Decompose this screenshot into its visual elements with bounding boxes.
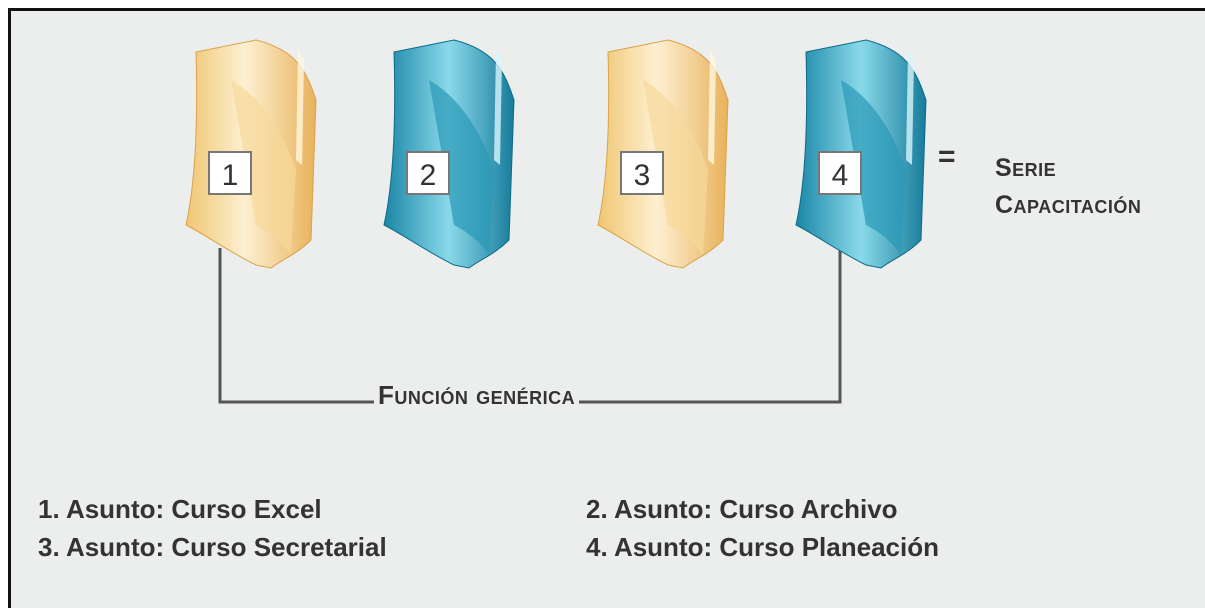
subject-item-1: 1. Asunto: Curso Excel	[38, 494, 322, 524]
folder-1: 1	[185, 39, 317, 269]
function-bracket-line	[218, 248, 842, 404]
series-label-line1: Serie	[995, 154, 1057, 182]
function-label: Función genérica	[374, 380, 580, 411]
subjects-legend: 1. Asunto: Curso Excel 2. Asunto: Curso …	[38, 490, 1106, 566]
subject-item-3: 3. Asunto: Curso Secretarial	[38, 532, 387, 562]
series-label: Serie Capacitación	[995, 150, 1141, 224]
folder-2-number: 2	[420, 159, 437, 192]
subject-item-2: 2. Asunto: Curso Archivo	[586, 494, 898, 524]
folder-3: 3	[597, 39, 729, 269]
folder-1-number: 1	[222, 159, 239, 192]
folder-3-number: 3	[634, 159, 651, 192]
folder-2: 2	[383, 39, 515, 269]
folder-4: 4	[795, 39, 927, 269]
series-label-line2: Capacitación	[995, 191, 1142, 219]
subject-item-4: 4. Asunto: Curso Planeación	[586, 532, 939, 562]
folder-4-number: 4	[832, 159, 849, 192]
equals-sign: =	[938, 140, 956, 173]
